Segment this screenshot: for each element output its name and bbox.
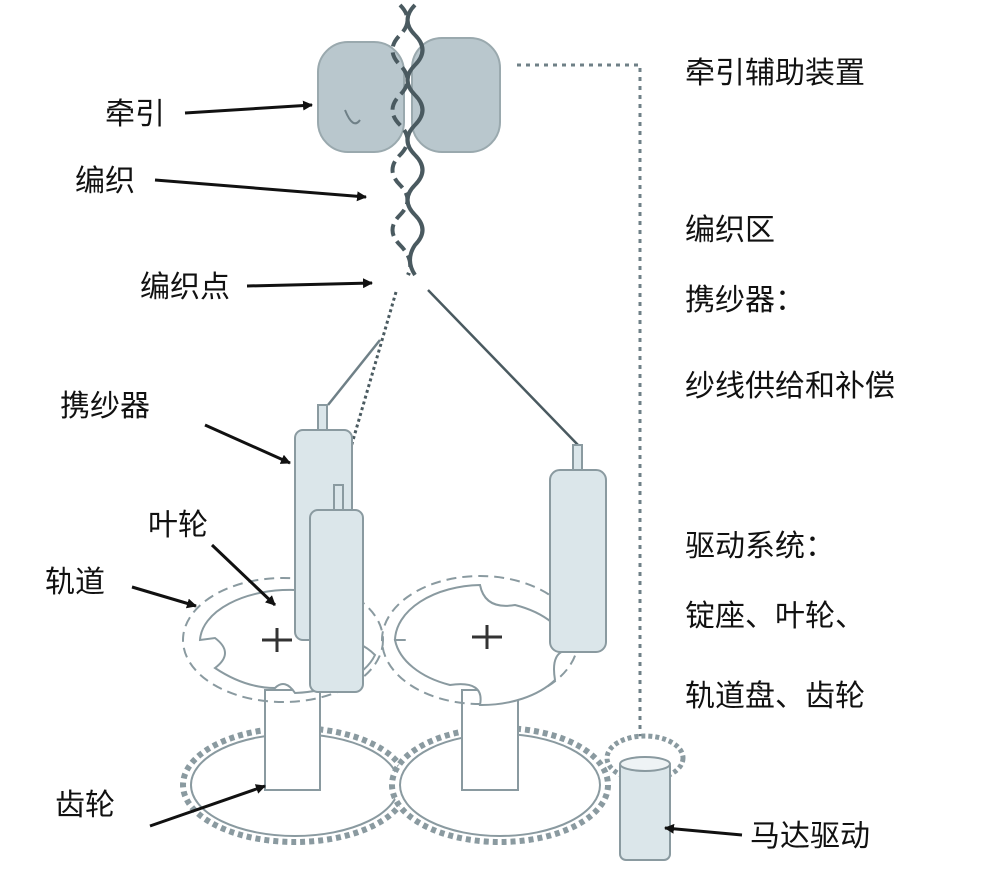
- label-drive-desc1: 锭座、叶轮、: [685, 599, 865, 634]
- label-motor: 马达驱动: [750, 819, 870, 854]
- label-braiding-zone: 编织区: [685, 213, 775, 248]
- motor: [619, 756, 671, 861]
- label-drive-desc2: 轨道盘、齿轮: [685, 679, 865, 714]
- label-braiding: 编织: [75, 164, 135, 199]
- label-impeller: 叶轮: [148, 508, 208, 543]
- shaft-left: [264, 689, 321, 791]
- drive-connection-line: [517, 63, 642, 745]
- label-track: 轨道: [45, 565, 105, 600]
- label-gear: 齿轮: [55, 788, 115, 823]
- label-carrier: 携纱器: [60, 389, 150, 424]
- label-traction: 牵引: [105, 97, 165, 132]
- label-carrier-title: 携纱器：: [685, 283, 805, 318]
- label-drive-title: 驱动系统：: [685, 529, 835, 564]
- carrier-3: [549, 444, 607, 653]
- impeller-right: [381, 575, 579, 707]
- shaft-right: [461, 689, 519, 791]
- traction-rollers: [317, 37, 501, 153]
- label-carrier-desc: 纱线供给和补偿: [685, 369, 895, 404]
- carrier-2: [309, 484, 364, 693]
- label-traction-aux: 牵引辅助装置: [685, 56, 865, 91]
- pointer-arrows: [131, 100, 743, 837]
- braided-yarn: [390, 3, 425, 277]
- label-braiding-point: 编织点: [140, 270, 230, 305]
